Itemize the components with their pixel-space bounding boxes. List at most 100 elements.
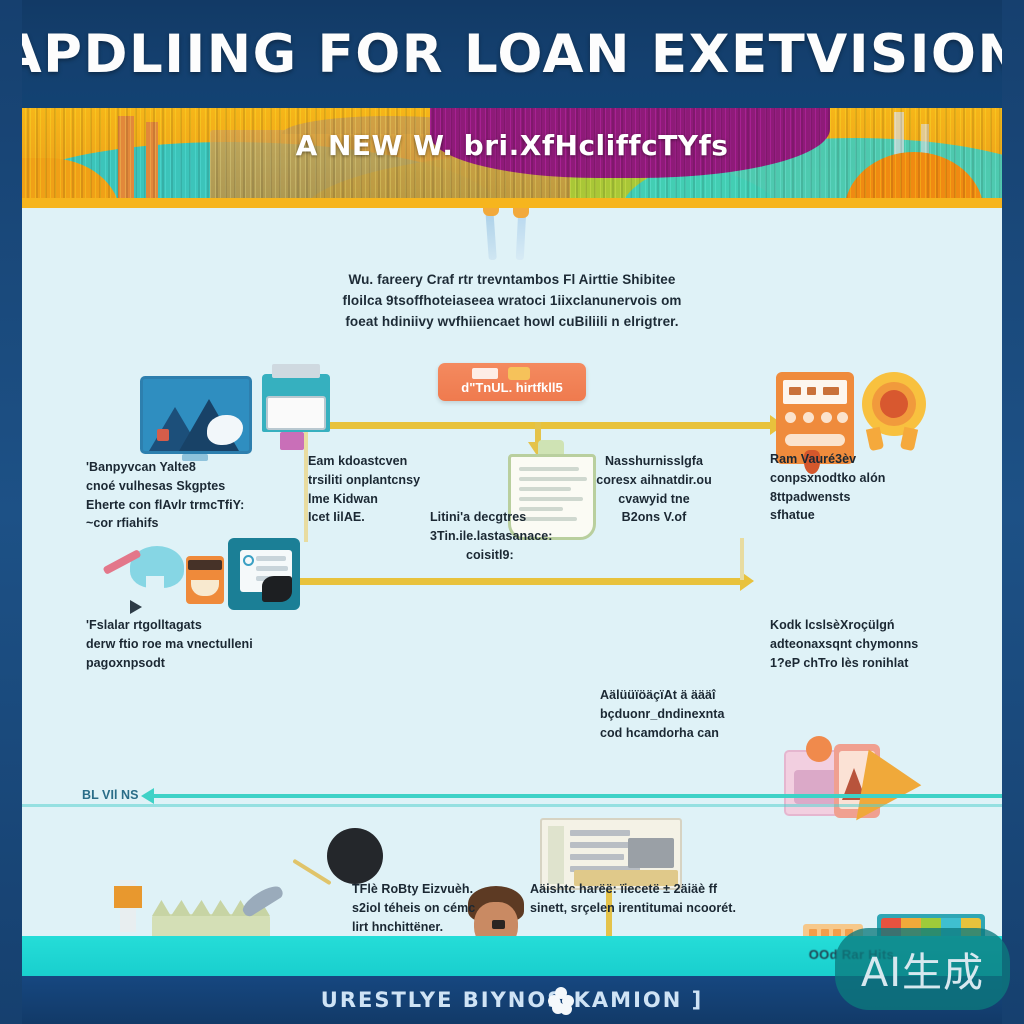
cta-button[interactable]: d"TnUL. hirtfkll5 [438,363,586,401]
title-bar: APDLIING FOR LOAN EXETVISION [0,0,1024,108]
additional-info-line-3: cod hcamdorha can [600,725,719,740]
seal-tail-right [899,426,919,452]
calc-key-3 [821,412,832,423]
frame-edge-left [0,0,22,1024]
approval-line-3: 8ttpadwensts [770,489,851,504]
doc-line-2 [256,566,288,571]
repayment-line-2: coresx aihnatdir.ou [596,472,712,487]
avatar [462,886,532,936]
calc-digit-3 [823,387,839,395]
avatar-face-icon [474,902,518,936]
application-form-line-2: 3Tin.ile.lastasanace: [430,528,553,543]
subtitle-container: A NEW W. bri.XfHcliffcTYfs [280,126,745,165]
calculator-icon [776,372,854,474]
node-caption-application-form: Litini'a decgtres 3Tin.ile.lastasanace: … [430,508,620,564]
monitor-chart-icon [140,376,252,454]
form-line-3 [519,487,571,491]
register-key-1 [809,929,817,936]
required-docs-line-3: pagoxnpsodt [86,655,166,670]
document-card-shadow [262,576,292,602]
node-caption-repayment-schedule: Nasshurnisslgfa coresx aihnatdir.ou cvaw… [564,452,744,527]
cta-label: d"TnUL. hirtfkll5 [461,379,563,395]
register-key-4 [845,929,853,936]
node-caption-approval-seal: Ram Vauré3èv conpsxnodtko alón 8ttpadwen… [770,450,970,525]
calc-plug-icon [804,450,820,474]
small-arrow-icon [130,600,142,614]
node-caption-loan-term: Eam kdoastcven trsiliti onplantcnsy lme … [308,452,468,527]
seal-lock-icon [858,368,930,452]
avatar-eye-icon [492,920,505,929]
required-docs-line-1: 'Fslalar rtgolltagats [86,618,202,632]
spreadsheet-row-2 [570,842,648,848]
pin-cap-right-icon [513,208,529,218]
pin-cap-left-icon [483,208,499,216]
banner-stripe-overlay [0,108,1024,208]
magnifier-icon [243,555,254,566]
flow-arrow-center-down [606,890,612,936]
final-decision-line-2: sinett, srçelen irentitumai ncoorét. [530,900,737,915]
pink-card-inner [794,770,840,804]
calculator-screen-icon [783,380,847,404]
black-circle-stick-icon [292,858,332,886]
check-eligibility-line-1: Kodk lcslsèXroçülgń [770,618,895,632]
flow-arrow-row2-riser-right [740,538,744,580]
final-decision-line-1: Aäishtc harëë: ïiecetë ± 2äiäè ff [530,882,718,896]
intro-line-3: foeat hdiniivy wvfhiiencaet howl cuBilii… [345,313,679,329]
flow-arrow-row2 [250,571,754,591]
additional-info-line-1: AälüüïöäçïAt ä äääî [600,688,716,702]
page-title: APDLIING FOR LOAN EXETVISION [0,23,1024,85]
peach-circle-icon [806,736,832,762]
node-caption-review-status: TFlè RoBty Eizvuèh. s2iol téheis on cémc… [352,880,552,936]
chimney-icon [114,880,142,932]
repayment-line-1: Nasshurnisslgfa [604,454,703,468]
banner-tower-a-icon [118,116,134,208]
additional-info-line-2: bçduonr_dndinexnta [600,706,725,721]
form-line-5 [519,507,563,511]
application-form-line-3: coisitl9: [466,547,514,562]
application-form-line-1: Litini'a decgtres [430,510,527,524]
review-status-line-3: lirt hnchittëner. [352,919,444,934]
printer-output-icon [280,432,304,450]
flower-petal-5 [560,1003,572,1015]
orange-wing-icon [856,749,926,831]
section-divider [22,804,1002,807]
intro-paragraph: Wu. fareery Craf rtr trevntambos Fl Airt… [302,270,722,333]
check-eligibility-line-2: adteonaxsqnt chymonns [770,636,919,651]
flow-arrow-row1-branch-left [304,422,308,542]
check-eligibility-line-3: 1?eP chTro lès ronihlat [770,655,909,670]
page-subtitle: A NEW W. bri.XfHcliffcTYfs [295,129,729,162]
register-key-2 [821,929,829,936]
register-key-3 [833,929,841,936]
factory-icon [152,900,270,936]
jar-icon [186,556,224,604]
spreadsheet-row-3 [570,854,624,860]
form-clip-icon [538,440,564,458]
approval-line-2: conpsxnodtko alón [770,470,886,485]
form-line-1 [519,467,579,471]
black-circle-icon [327,828,383,884]
doc-line-1 [256,556,286,561]
node-caption-check-eligibility: Kodk lcslsèXroçülgń adteonaxsqnt chymonn… [770,616,970,672]
printer-document-icon [262,364,330,432]
spreadsheet-chart-icon [628,838,674,868]
spreadsheet-column-icon [548,826,564,884]
seal-ring-inner [880,390,908,418]
repayment-line-3: cvawyid tne [618,491,690,506]
borrower-rates-line-1: 'Banpyvcan Yalte8 [86,460,196,474]
review-status-line-1: TFlè RoBty Eizvuèh. [352,882,474,896]
form-document-icon [508,454,596,540]
form-line-4 [519,497,583,501]
calc-key-4 [837,412,848,423]
intro-line-1: Wu. fareery Craf rtr trevntambos Fl Airt… [348,272,676,287]
calc-digit-2 [807,387,816,395]
spreadsheet-icon [540,818,682,890]
spreadsheet-footer-bar [574,870,678,886]
cta-card-icon [472,368,498,379]
cta-coin-icon [508,367,530,380]
calc-bar-icon [785,434,845,446]
form-line-6 [519,517,577,521]
banner-glitch-overlay [0,108,1024,208]
borrower-rates-line-4: ~cor rfiahifs [86,516,159,531]
node-caption-city-label: BL VIl NS [82,786,222,805]
